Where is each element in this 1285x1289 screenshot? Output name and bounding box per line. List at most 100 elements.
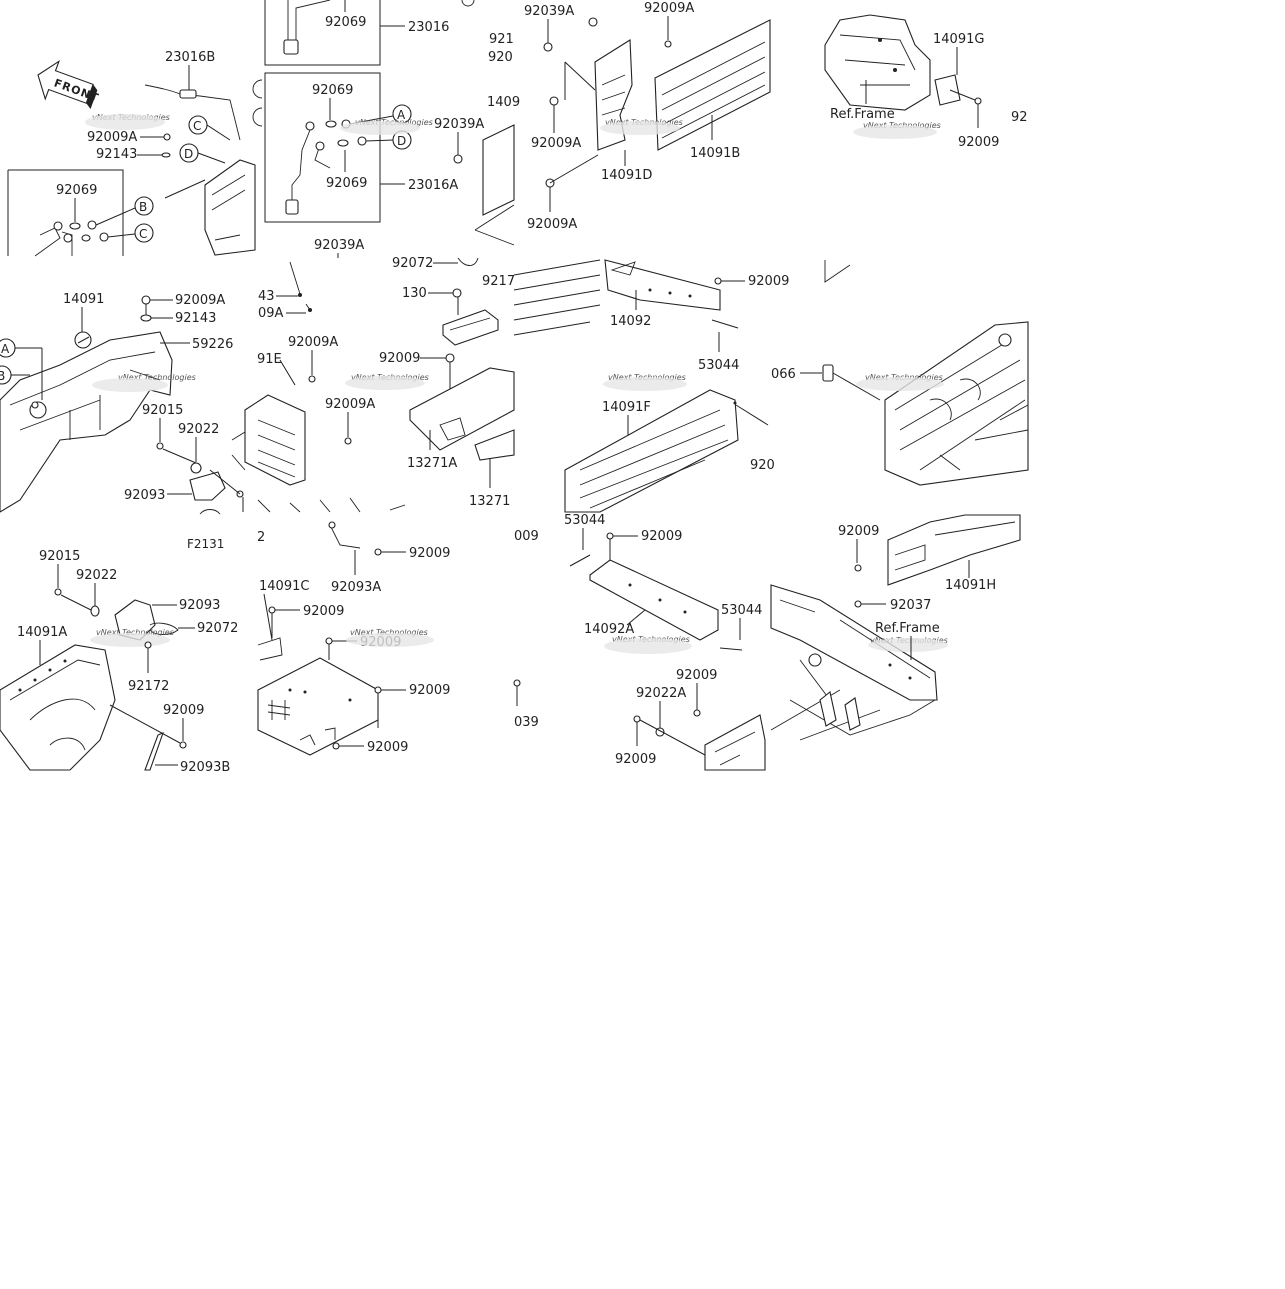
callout-letter: A [1,342,10,356]
part-number: 13271 [469,494,510,509]
tile-wiring-front: FRONT 23016B vNext Technologies 92009A 9… [7,50,263,257]
callout-letter: C [193,119,201,133]
part-number: 92072 [392,256,433,271]
figure-code: F2131 [187,537,224,551]
part-number: 53044 [564,513,605,528]
callout-letter: D [184,147,193,161]
part-number: 13271A [407,456,457,471]
part-number: 92009 [676,668,717,683]
part-number: 92009 [303,604,344,619]
part-number: 92009 [615,752,656,767]
part-number: 92039A [434,117,484,132]
part-number: 92009 [379,351,420,366]
part-number: 2 [257,530,265,545]
part-number: 92069 [326,176,367,191]
part-number: 92022A [636,686,686,701]
watermark: vNext Technologies [96,628,174,637]
callout-letter: B [0,369,5,383]
part-number: 09A [258,306,284,321]
callout-letter: A [397,108,406,122]
tile-wiring-harness: 92069 23016 92069 A D vNext Technologies… [264,0,475,223]
tile-frame-side: 92009 14091H 92037 Ref.Frame vNext Techn… [770,514,1021,741]
part-number: 92009A [527,217,577,232]
part-number: 92009A [288,335,338,350]
part-number: 92009 [409,546,450,561]
part-number: 92172 [128,679,169,694]
part-number: 92009A [87,130,137,145]
part-number: 92143 [175,311,216,326]
part-number: 92009A [325,397,375,412]
part-number: 14091G [933,32,984,47]
part-number: 92093 [124,488,165,503]
part-number: 14091A [17,625,67,640]
front-arrow-icon: FRONT [37,59,101,110]
tile-front-floor: F2131 92015 92022 92093 92072 vNext Tech… [0,537,238,775]
part-number: 14091D [601,168,652,183]
part-number: 92093A [331,580,381,595]
watermark: vNext Technologies [118,373,196,382]
callout-letter: D [397,134,406,148]
part-number: 92093 [179,598,220,613]
watermark: vNext Technologies [350,628,428,637]
part-number: 92009A [531,136,581,151]
part-number: 92022 [76,568,117,583]
part-number: 009 [514,529,539,544]
part-number: 92009 [641,529,682,544]
part-number: 14091F [602,400,651,415]
part-number: 920 [750,458,775,473]
part-number: 92009 [748,274,789,289]
part-number: 23016B [165,50,215,65]
part-number: 23016A [408,178,458,193]
part-number: 92069 [325,15,366,30]
part-number: 91E [257,352,282,367]
part-number: 53044 [721,603,762,618]
part-number: 92039A [314,238,364,253]
part-number: 14092A [584,622,634,637]
ref-frame-label: Ref.Frame [875,621,940,636]
tile-side-panels: 14092 92009 53044 vNext Technologies 140… [513,259,789,513]
callout-letter: C [139,227,147,241]
part-number: 14091C [259,579,309,594]
part-number: 53044 [698,358,739,373]
part-number: 92009 [838,524,879,539]
part-number: 039 [514,715,539,730]
part-number: 92009 [367,740,408,755]
part-number: 92022 [178,422,219,437]
part-number: 92015 [142,403,183,418]
part-number: 92 [1011,110,1028,125]
part-number: 43 [258,289,275,304]
tile-front-dash-panel: 14091 92009A 92143 59226 A B vNext Techn… [0,292,244,515]
part-number: 14091B [690,146,740,161]
part-number: 92009A [175,293,225,308]
part-number: 066 [771,367,796,382]
part-number: 130 [402,286,427,301]
part-number: 23016 [408,20,449,35]
part-number: 92069 [312,83,353,98]
part-number: 92009 [409,683,450,698]
tile-center-floor: 2 92009 92093A 14091C 92009 92009 vNext … [257,521,450,756]
part-number: 92143 [96,147,137,162]
part-number: 92009 [163,703,204,718]
part-number: 920 [488,50,513,65]
part-number: 14092 [610,314,651,329]
part-number: 1409 [487,95,520,110]
part-number: 92069 [56,183,97,198]
part-number: 92093B [180,760,230,775]
part-number: 92009 [958,135,999,150]
tile-frame-bracket: Ref.Frame vNext Technologies 14091G 9200… [824,14,1028,150]
part-number: 14091H [945,578,996,593]
tile-side-panel-rear: 92039A 92009A 921 920 1409 92039A 92009A… [434,1,771,246]
part-number: 14091 [63,292,104,307]
part-number: 92072 [197,621,238,636]
part-number: 92015 [39,549,80,564]
part-number: 92039A [524,4,574,19]
part-number: 921 [489,32,514,47]
tile-floor-plates: 009 53044 92009 14092A 53044 vNext Techn… [513,513,766,771]
tile-center-panel: 92039A 43 09A 92072 130 9217 92009A 91E … [231,238,515,513]
part-number: 92009A [644,1,694,16]
callout-letter: B [139,200,147,214]
part-number: 59226 [192,337,233,352]
part-number: 9217 [482,274,515,289]
